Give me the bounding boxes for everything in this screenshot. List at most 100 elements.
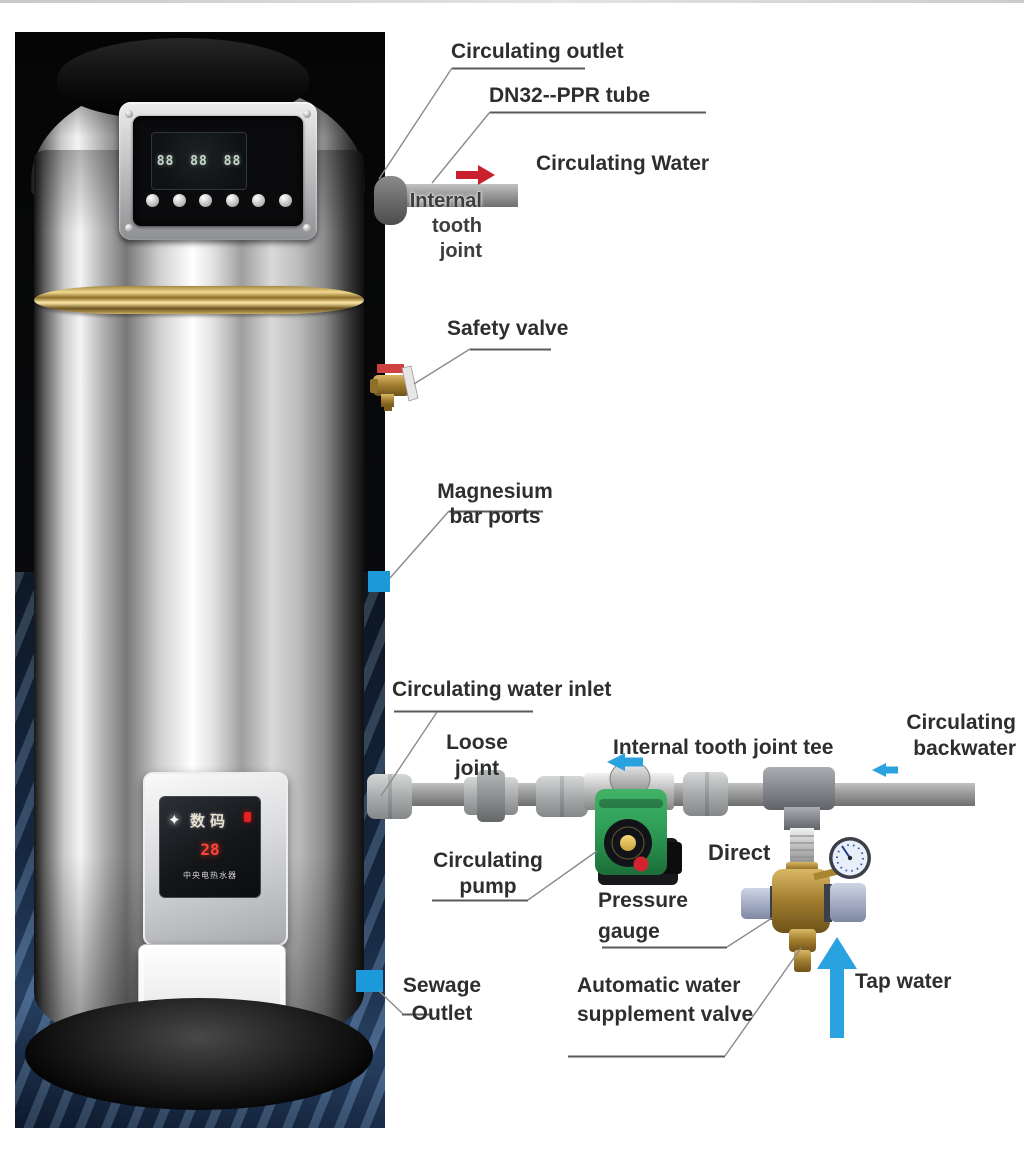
direct-chrome-connector bbox=[790, 828, 814, 868]
panel-button bbox=[146, 194, 159, 207]
tap-water-arrow-head bbox=[817, 937, 857, 969]
pump-capacitor-box bbox=[662, 842, 682, 874]
valve-top-collar bbox=[786, 862, 818, 874]
valve-right-port bbox=[830, 883, 866, 922]
label-safety-valve: Safety valve bbox=[447, 317, 569, 340]
tap-water-arrow-shaft bbox=[830, 968, 844, 1038]
label-line: bar ports bbox=[449, 505, 541, 528]
screw-icon bbox=[125, 110, 133, 118]
gauge-needle bbox=[841, 845, 851, 859]
gauge-ticks bbox=[836, 844, 864, 872]
tee-stem bbox=[784, 807, 820, 830]
panel-button bbox=[252, 194, 266, 207]
pipe-fitting-seam bbox=[560, 776, 564, 817]
label-circulating-outlet: Circulating outlet bbox=[451, 40, 624, 63]
safety-valve-lever bbox=[401, 365, 419, 402]
label-circulating-pump: Circulating pump bbox=[418, 848, 558, 900]
pressure-gauge-rim bbox=[829, 837, 871, 879]
label-line: Sewage bbox=[402, 974, 482, 997]
pump-left-nut bbox=[584, 773, 612, 810]
label-magnesium-bar-ports: Magnesium bar ports bbox=[417, 479, 573, 529]
lower-display-screen: ✦ 数码 28 中央电热水器 bbox=[159, 796, 261, 898]
display-brand-text: 数码 bbox=[189, 813, 230, 830]
pressure-gauge-face bbox=[832, 840, 868, 876]
leader-line bbox=[431, 111, 491, 184]
pump-power-button bbox=[633, 856, 649, 872]
loose-joint-sleeves bbox=[464, 777, 518, 815]
display-caption: 中央电热水器 bbox=[183, 871, 237, 880]
panel-button bbox=[172, 194, 186, 207]
label-sewage-outlet: Sewage Outlet bbox=[394, 972, 490, 1028]
label-line: Internal bbox=[409, 190, 482, 212]
backwater-arrow-head bbox=[872, 763, 886, 777]
label-tap-water: Tap water bbox=[855, 970, 952, 993]
pump-label-band bbox=[599, 799, 663, 808]
control-buttons bbox=[146, 194, 292, 210]
label-loose-joint: Loose joint bbox=[427, 730, 527, 782]
pump-dial-ring bbox=[611, 826, 645, 860]
valve-left-ring bbox=[770, 886, 779, 920]
label-circulating-water: Circulating Water bbox=[536, 152, 710, 175]
label-internal-tooth-joint: Internal tooth joint bbox=[385, 189, 482, 264]
pump-dial-knob bbox=[620, 835, 636, 851]
screw-icon bbox=[125, 224, 133, 232]
valve-right-ring bbox=[824, 884, 832, 922]
label-line: Magnesium bbox=[437, 480, 553, 503]
label-line: pump bbox=[459, 875, 517, 898]
pipe-fitting-seam bbox=[705, 772, 709, 816]
label-line: gauge bbox=[598, 920, 660, 943]
label-internal-tooth-joint-tee: Internal tooth joint tee bbox=[613, 736, 834, 759]
label-line: joint bbox=[454, 757, 500, 780]
valve-left-port bbox=[741, 888, 775, 919]
gauge-stem bbox=[813, 867, 839, 881]
label-pressure-gauge: Pressure gauge bbox=[598, 885, 688, 947]
valve-bottom-pipe bbox=[794, 950, 811, 972]
label-line: Outlet bbox=[411, 1002, 473, 1025]
panel-button bbox=[199, 194, 213, 207]
label-line: Automatic water bbox=[577, 974, 741, 997]
lcd-display: 88 88 88 bbox=[151, 132, 247, 190]
label-line: joint bbox=[439, 240, 482, 262]
leader-line bbox=[726, 917, 773, 948]
tank-gold-band bbox=[34, 286, 364, 314]
label-line: backwater bbox=[913, 737, 1016, 760]
panel-button bbox=[225, 194, 239, 207]
label-line: Pressure bbox=[598, 889, 688, 912]
internal-tooth-joint-tee bbox=[763, 767, 835, 810]
label-circulating-water-inlet: Circulating water inlet bbox=[392, 678, 612, 701]
screw-icon bbox=[303, 224, 311, 232]
label-direct: Direct bbox=[708, 840, 771, 865]
supplement-valve-body bbox=[772, 869, 830, 933]
pump-body bbox=[595, 789, 667, 875]
main-pipe bbox=[372, 783, 975, 806]
sparkle-glint-icon: ✦ bbox=[168, 812, 181, 829]
valve-bottom-nut bbox=[789, 929, 816, 952]
pump-base bbox=[598, 838, 678, 885]
lcd-segments: 88 88 88 bbox=[156, 153, 242, 169]
display-temperature: 28 bbox=[200, 840, 220, 859]
leader-line bbox=[378, 67, 453, 180]
panel-button bbox=[278, 194, 292, 207]
screw-icon bbox=[303, 110, 311, 118]
water-heater-photo: 88 88 88 ✦ 数码 28 中央电热水器 bbox=[15, 32, 385, 1128]
inlet-fitting-seam bbox=[388, 774, 392, 819]
label-line: tooth bbox=[432, 215, 482, 237]
leader-line bbox=[413, 348, 471, 385]
pump-right-nut bbox=[646, 773, 674, 810]
label-line: Loose bbox=[446, 731, 508, 754]
label-dn32-ppr-tube: DN32--PPR tube bbox=[489, 84, 651, 107]
indicator-light bbox=[244, 812, 251, 822]
pump-dial bbox=[604, 819, 652, 867]
label-line: Circulating bbox=[906, 711, 1016, 734]
pipe-fitting bbox=[683, 772, 728, 816]
label-line: supplement valve bbox=[577, 1003, 754, 1026]
pump-dome bbox=[609, 760, 651, 798]
label-line: Circulating bbox=[433, 849, 543, 872]
gauge-hub bbox=[847, 855, 853, 861]
safety-valve-nut bbox=[384, 405, 392, 411]
top-border bbox=[0, 0, 1024, 3]
red-flow-arrow-head bbox=[478, 165, 495, 185]
label-automatic-water-supplement-valve: Automatic water supplement valve bbox=[577, 971, 753, 1029]
label-circulating-backwater: Circulating backwater bbox=[878, 710, 1016, 762]
